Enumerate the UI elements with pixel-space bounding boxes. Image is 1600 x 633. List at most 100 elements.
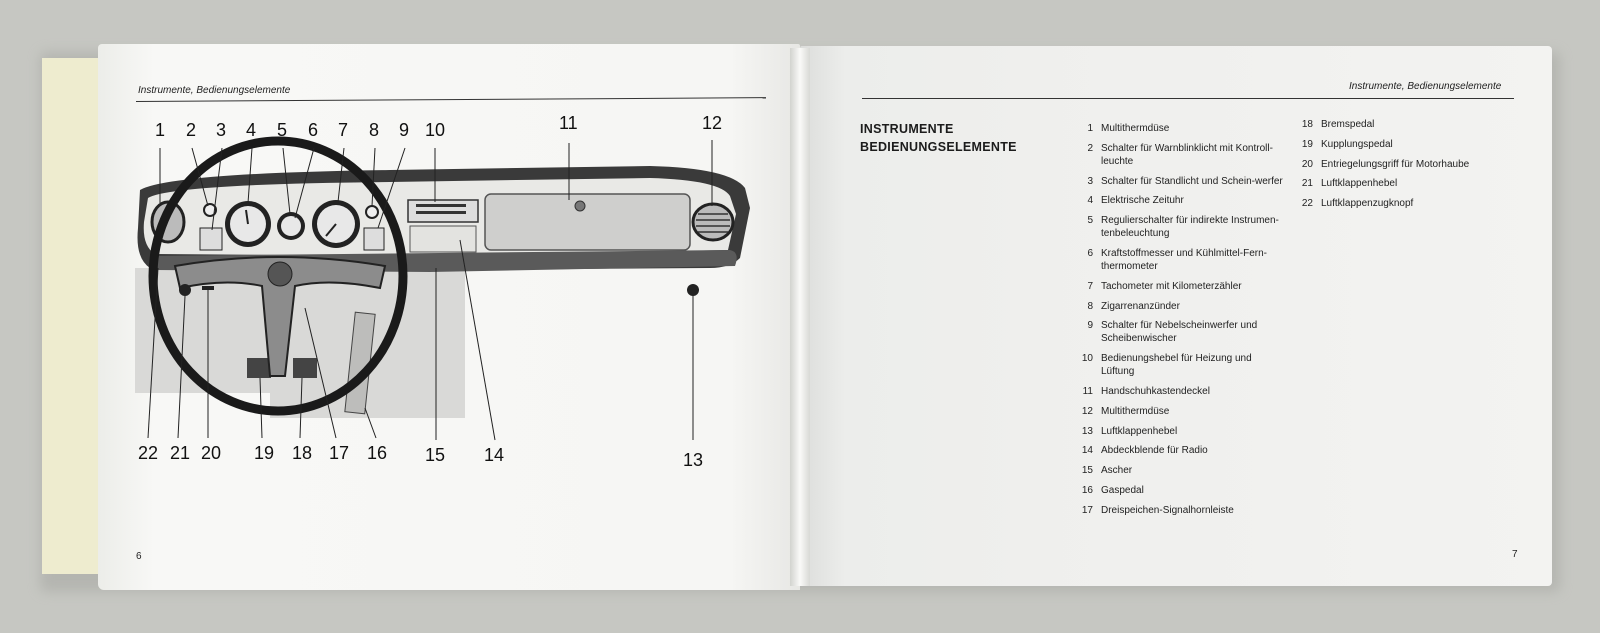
legend-number: 20 — [1301, 158, 1313, 170]
air-vent-right — [691, 202, 735, 242]
legend-item: 6 Kraftstoffmesser und Kühlmittel-Fern-th… — [1081, 247, 1286, 273]
hazard-switch — [203, 203, 217, 217]
legend-item: 16 Gaspedal — [1081, 484, 1286, 497]
legend-number: 10 — [1081, 353, 1093, 365]
legend-number: 8 — [1087, 300, 1093, 312]
callout-1: 1 — [155, 120, 166, 140]
legend-text: Kraftstoffmesser und Kühlmittel-Fern-the… — [1101, 247, 1267, 272]
page-number-left: 6 — [136, 551, 142, 562]
legend-number: 14 — [1081, 445, 1093, 457]
legend-text: Ascher — [1101, 465, 1133, 477]
legend-number: 6 — [1087, 247, 1093, 259]
callout-8: 8 — [369, 120, 380, 140]
section-title-line-2: BEDIENUNGSELEMENTE — [860, 140, 1017, 154]
steering-wheel-spokes — [173, 256, 387, 377]
legend-number: 7 — [1087, 280, 1093, 292]
page-number-right: 7 — [1512, 549, 1518, 560]
floor-shade — [135, 268, 465, 418]
legend-text: Bremspedal — [1321, 119, 1375, 130]
section-title: INSTRUMENTE BEDIENUNGSELEMENTE — [860, 120, 1017, 156]
legend-number: 17 — [1081, 504, 1093, 516]
legend-text: Multithermdüse — [1101, 123, 1170, 134]
legend-text: Zigarrenanzünder — [1101, 300, 1180, 312]
legend-text: Bedienungshebel für Heizung und Lüftung — [1101, 353, 1252, 378]
legend-text: Entriegelungsgriff für Motorhaube — [1321, 158, 1470, 170]
air-flap-lever-knob — [687, 284, 699, 296]
radio-blank — [409, 225, 477, 253]
air-flap-knob — [179, 284, 191, 296]
legend-item: 1 Multithermdüse — [1081, 122, 1286, 135]
callout-18: 18 — [292, 443, 313, 463]
light-switch — [199, 227, 223, 251]
callout-22: 22 — [138, 443, 159, 463]
legend-number: 1 — [1087, 123, 1093, 134]
callout-12: 12 — [702, 113, 723, 133]
legend-number: 18 — [1301, 119, 1313, 130]
clutch-pedal — [247, 358, 271, 378]
callout-7: 7 — [338, 120, 349, 140]
hood-release — [202, 286, 214, 290]
brake-pedal — [293, 358, 317, 378]
callout-11: 11 — [559, 113, 578, 133]
legend-text: Multithermdüse — [1101, 405, 1170, 417]
cigar-lighter — [365, 205, 379, 219]
dashboard-illustration — [135, 136, 750, 441]
legend-item: 21 Luftklappenhebel — [1301, 177, 1521, 190]
legend-number: 3 — [1087, 175, 1093, 187]
legend-text: Schalter für Standlicht und Schein-werfe… — [1101, 175, 1283, 187]
legend-text: Luftklappenhebel — [1321, 178, 1398, 190]
legend-number: 9 — [1087, 320, 1093, 332]
legend-text: Luftklappenhebel — [1101, 425, 1178, 437]
legend-item: 8 Zigarrenanzünder — [1081, 300, 1286, 313]
legend-number: 4 — [1087, 195, 1093, 207]
book-spine — [790, 48, 810, 586]
steering-wheel-rim — [148, 136, 408, 416]
legend-text: Luftklappenzugknopf — [1321, 198, 1414, 210]
legend-text: Tachometer mit Kilometerzähler — [1101, 280, 1242, 292]
legend-item: 22 Luftklappenzugknopf — [1301, 197, 1521, 210]
legend-number: 15 — [1081, 465, 1093, 477]
callout-4: 4 — [246, 120, 257, 140]
legend-item: 12 Multithermdüse — [1081, 405, 1286, 418]
callout-15: 15 — [425, 445, 446, 465]
legend-text: Abdeckblende für Radio — [1101, 445, 1208, 457]
legend-item: 15 Ascher — [1081, 464, 1286, 477]
legend-number: 11 — [1082, 385, 1093, 397]
legend-item: 7 Tachometer mit Kilometerzähler — [1081, 280, 1286, 293]
glovebox-lock — [574, 200, 586, 212]
callout-2: 2 — [186, 120, 197, 140]
legend-text: Handschuhkastendeckel — [1101, 385, 1210, 397]
callout-21: 21 — [170, 443, 191, 463]
legend-number: 21 — [1301, 178, 1313, 190]
legend-item: 18 Bremspedal — [1301, 118, 1521, 131]
legend-number: 22 — [1301, 198, 1313, 210]
section-title-line-1: INSTRUMENTE — [860, 122, 954, 136]
legend-item: 17 Dreispeichen-Signalhornleiste — [1081, 504, 1286, 517]
leader-lines — [147, 140, 713, 441]
callout-6: 6 — [308, 120, 319, 140]
legend-text: Gaspedal — [1101, 484, 1144, 496]
callout-5: 5 — [277, 120, 288, 140]
legend-number: 2 — [1087, 142, 1093, 154]
right-page — [800, 46, 1552, 586]
legend-item: 14 Abdeckblende für Radio — [1081, 444, 1286, 457]
glovebox — [484, 193, 691, 251]
legend-number: 16 — [1081, 484, 1093, 496]
running-head-left: Instrumente, Bedienungselemente — [138, 85, 291, 96]
fog-wiper-switch — [363, 227, 385, 251]
callout-14: 14 — [484, 445, 505, 465]
legend-item: 20 Entriegelungsgriff für Motorhaube — [1301, 158, 1521, 171]
legend-text: Dreispeichen-Signalhornleiste — [1101, 504, 1234, 516]
legend-number: 12 — [1081, 405, 1093, 417]
callout-10: 10 — [425, 120, 446, 140]
callout-20: 20 — [201, 443, 222, 463]
legend-text: Regulierschalter für indirekte Instrumen… — [1101, 215, 1279, 240]
